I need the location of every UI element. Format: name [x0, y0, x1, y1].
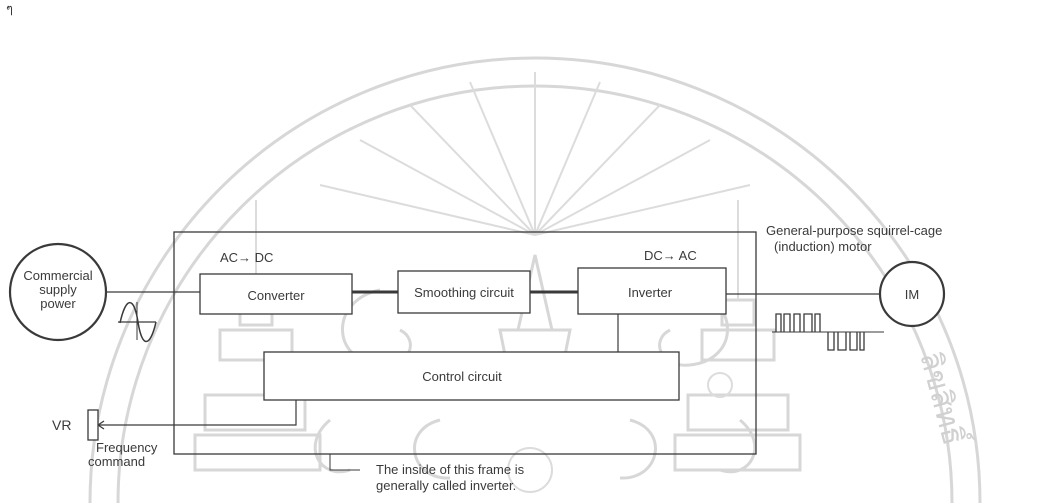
source-label-line3: power: [40, 296, 76, 311]
frame-note-line1: The inside of this frame is: [376, 462, 525, 477]
vr-wiper-arrow-icon: [97, 420, 108, 430]
variable-resistor: [87, 409, 99, 441]
converter-block: [199, 273, 353, 315]
frame-note-leader: [329, 454, 360, 471]
source-label-line2: supply: [39, 282, 77, 297]
ac-dc-label: AC→ DC: [220, 250, 273, 265]
control-block: [263, 351, 680, 401]
motor-description-line2: (induction) motor: [774, 239, 872, 254]
pwm-waveform-icon: [772, 313, 884, 351]
ac-sine-wave-icon: [118, 301, 157, 343]
frame-note-line2: generally called inverter.: [376, 478, 516, 493]
converter-label: Converter: [247, 288, 305, 303]
page-marker: ๆ: [6, 1, 13, 16]
dc-ac-label: DC→ AC: [644, 248, 697, 263]
frequency-label-line2: command: [88, 454, 145, 469]
smoothing-block: [397, 270, 531, 314]
frequency-label-line1: Frequency: [96, 440, 158, 455]
motor-label: IM: [905, 287, 919, 302]
source-label-line1: Commercial: [23, 268, 92, 283]
vr-label: VR: [52, 417, 71, 433]
motor-description-line1: General-purpose squirrel-cage: [766, 223, 942, 238]
inverter-label: Inverter: [628, 285, 673, 300]
control-label: Control circuit: [422, 369, 502, 384]
commercial-supply-source: Commercial supply power: [8, 242, 108, 342]
inverter-block: [577, 267, 727, 315]
induction-motor: [878, 260, 946, 328]
frequency-command-wire: [108, 400, 297, 426]
inverter-frame: [173, 231, 757, 455]
smoothing-label: Smoothing circuit: [414, 285, 514, 300]
